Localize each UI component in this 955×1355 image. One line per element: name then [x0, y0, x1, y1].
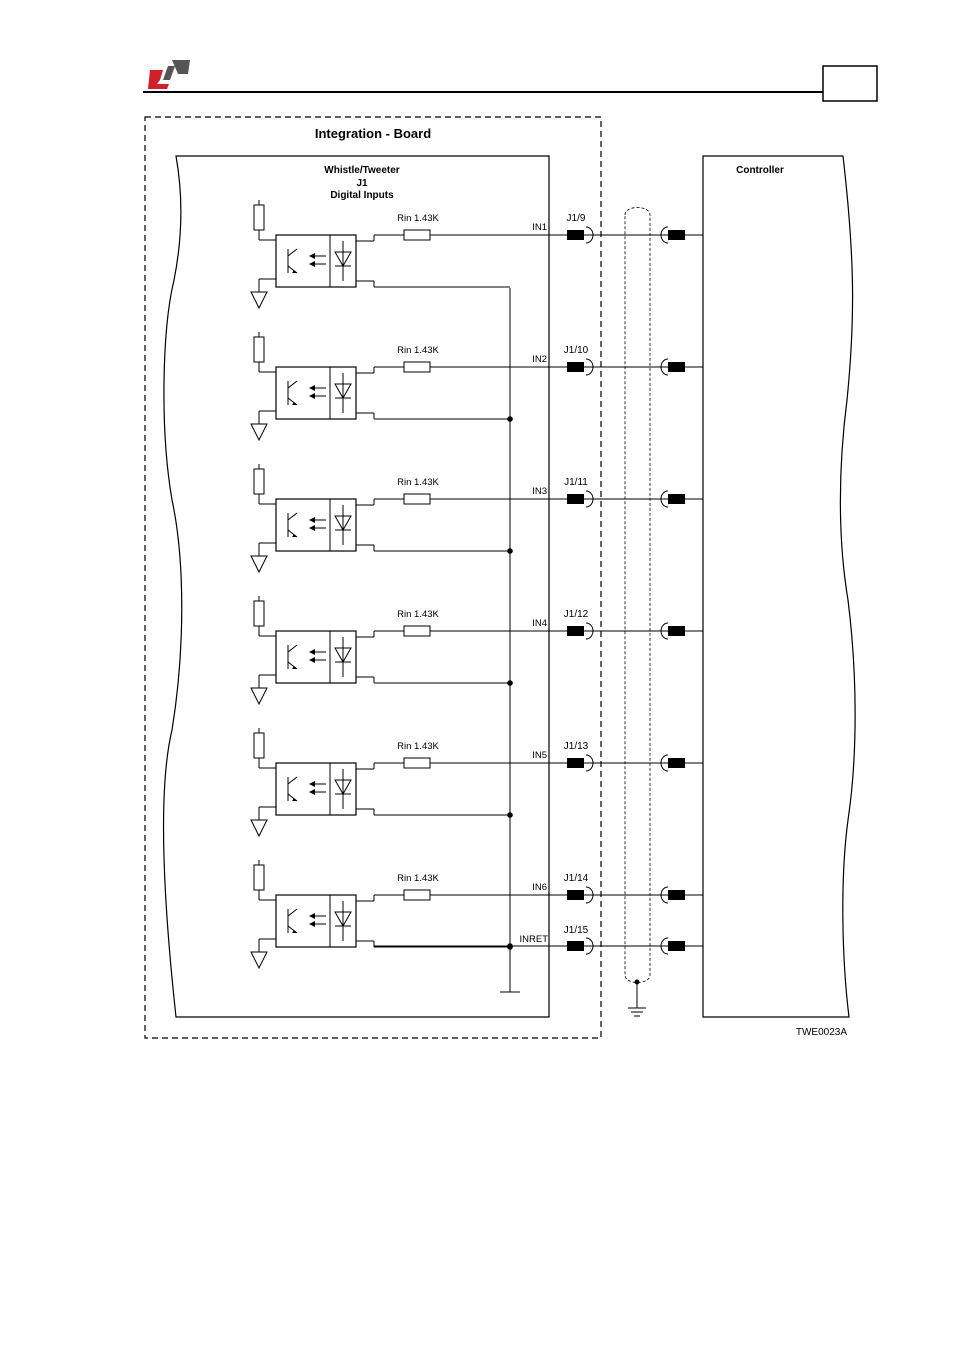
input-resistor — [404, 758, 430, 768]
return-connector-pin-board — [567, 941, 584, 951]
ground-triangle-icon — [251, 820, 267, 836]
pullup-resistor — [254, 337, 264, 362]
input-channel: Rin 1.43K IN6 J1/14 — [251, 860, 703, 968]
signal-label: IN2 — [532, 354, 547, 365]
light-arrow-icon — [309, 393, 315, 399]
signal-label: IN5 — [532, 750, 547, 761]
resistor-label: Rin 1.43K — [397, 213, 439, 224]
light-arrow-icon — [309, 385, 315, 391]
input-resistor — [404, 890, 430, 900]
input-resistor — [404, 362, 430, 372]
light-arrow-icon — [309, 261, 315, 267]
light-arrow-icon — [309, 921, 315, 927]
pin-label: J1/13 — [564, 741, 589, 752]
pin-label: J1/12 — [564, 609, 589, 620]
connector-pin-controller — [668, 494, 685, 504]
connector-pin-board — [567, 890, 584, 900]
return-line: INRET J1/15 — [374, 925, 703, 954]
cable-shield — [625, 208, 650, 1009]
light-arrow-icon — [309, 525, 315, 531]
signal-label: IN4 — [532, 618, 547, 629]
ground-triangle-icon — [251, 556, 267, 572]
inner-title-line2: J1 — [356, 178, 368, 189]
company-logo-icon — [148, 60, 190, 89]
light-arrow-icon — [309, 913, 315, 919]
figure-code: TWE0023A — [796, 1027, 847, 1038]
ground-triangle-icon — [251, 424, 267, 440]
inner-title-line1: Whistle/Tweeter — [324, 165, 399, 176]
connector-pin-controller — [668, 230, 685, 240]
junction-dot — [507, 812, 513, 818]
resistor-label: Rin 1.43K — [397, 609, 439, 620]
light-arrow-icon — [309, 253, 315, 259]
connector-pin-board — [567, 758, 584, 768]
pullup-resistor — [254, 865, 264, 890]
input-channel: Rin 1.43K IN1 J1/9 — [251, 200, 703, 308]
connector-pin-controller — [668, 626, 685, 636]
ground-triangle-icon — [251, 688, 267, 704]
ground-triangle-icon — [251, 292, 267, 308]
junction-dot — [507, 680, 513, 686]
light-arrow-icon — [309, 657, 315, 663]
junction-dot — [507, 548, 513, 554]
resistor-label: Rin 1.43K — [397, 345, 439, 356]
integration-board-title: Integration - Board — [315, 126, 431, 141]
return-connector-pin-controller — [668, 941, 685, 951]
input-channel: Rin 1.43K IN2 J1/10 — [251, 332, 703, 440]
junction-dot — [507, 416, 513, 422]
return-pin-label: J1/15 — [564, 925, 589, 936]
pullup-resistor — [254, 205, 264, 230]
connector-pin-board — [567, 494, 584, 504]
pullup-resistor — [254, 733, 264, 758]
signal-label: IN1 — [532, 222, 547, 233]
resistor-label: Rin 1.43K — [397, 873, 439, 884]
inner-title-line3: Digital Inputs — [330, 190, 394, 201]
connector-pin-controller — [668, 890, 685, 900]
signal-label: IN3 — [532, 486, 547, 497]
connector-pin-board — [567, 230, 584, 240]
input-channel: Rin 1.43K IN5 J1/13 — [251, 728, 703, 836]
ground-triangle-icon — [251, 952, 267, 968]
pullup-resistor — [254, 601, 264, 626]
controller-label: Controller — [736, 165, 784, 176]
pin-label: J1/11 — [564, 477, 588, 488]
input-channel: Rin 1.43K IN4 J1/12 — [251, 596, 703, 704]
input-resistor — [404, 626, 430, 636]
signal-label: IN6 — [532, 882, 547, 893]
ground-icon — [628, 1008, 646, 1016]
input-channel: Rin 1.43K IN3 J1/11 — [251, 464, 703, 572]
connector-pin-controller — [668, 758, 685, 768]
connector-pin-controller — [668, 362, 685, 372]
light-arrow-icon — [309, 649, 315, 655]
pin-label: J1/14 — [564, 873, 589, 884]
pin-label: J1/9 — [567, 213, 586, 224]
pin-label: J1/10 — [564, 345, 589, 356]
connector-pin-board — [567, 626, 584, 636]
resistor-label: Rin 1.43K — [397, 477, 439, 488]
pullup-resistor — [254, 469, 264, 494]
return-signal-label: INRET — [520, 934, 549, 945]
page-number-box — [823, 66, 877, 101]
controller-outline — [703, 156, 855, 1017]
connector-pin-board — [567, 362, 584, 372]
input-resistor — [404, 494, 430, 504]
light-arrow-icon — [309, 781, 315, 787]
light-arrow-icon — [309, 517, 315, 523]
input-resistor — [404, 230, 430, 240]
light-arrow-icon — [309, 789, 315, 795]
integration-board-frame — [145, 117, 601, 1038]
resistor-label: Rin 1.43K — [397, 741, 439, 752]
